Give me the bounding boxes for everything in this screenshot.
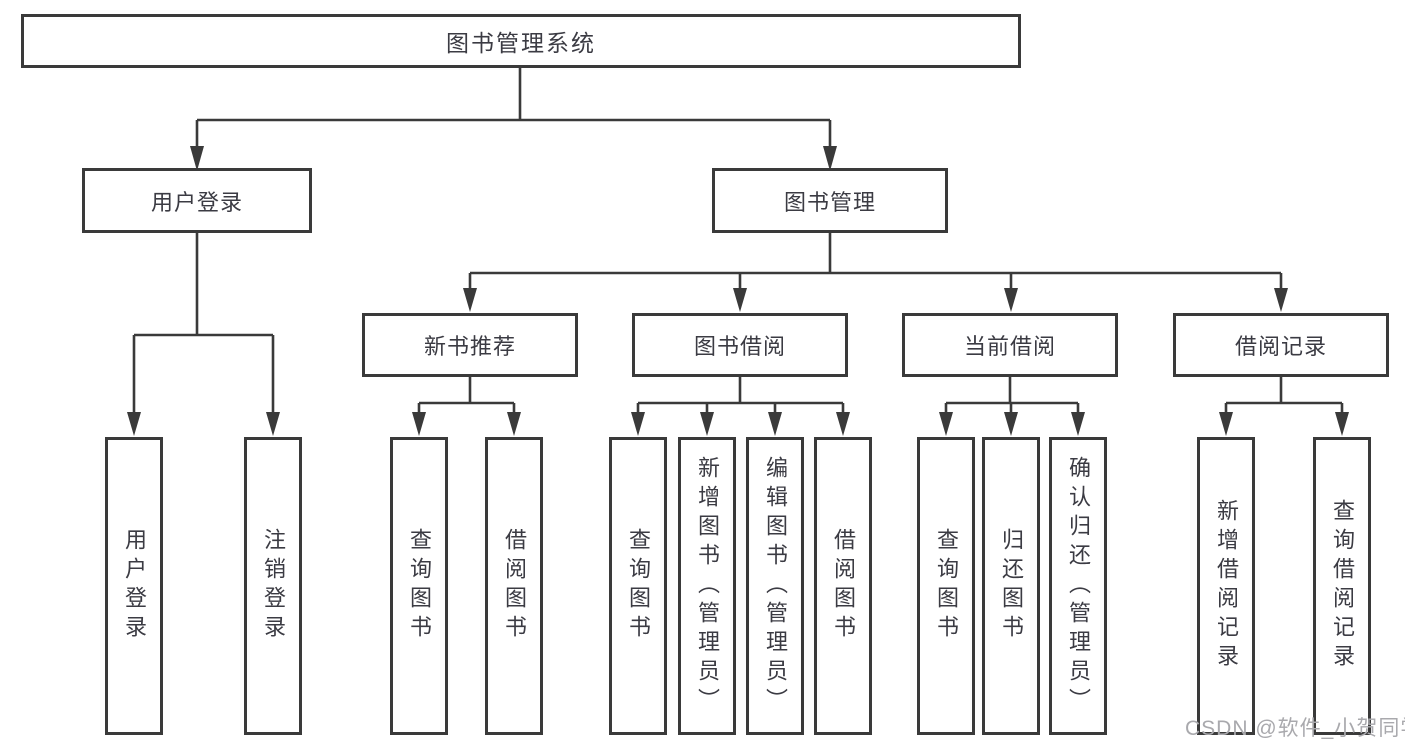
node-user-login: 用户登录 <box>82 168 312 233</box>
leaf-add-books-admin: 新增图书（管理员） <box>678 437 736 735</box>
leaf-borrow-books-2: 借阅图书 <box>814 437 872 735</box>
arrowhead <box>1004 412 1018 436</box>
arrowhead <box>1004 288 1018 312</box>
arrowhead <box>127 412 141 436</box>
arrowhead <box>463 288 477 312</box>
leaf-confirm-return-admin: 确认归还（管理员） <box>1049 437 1107 735</box>
leaf-borrow-books-1: 借阅图书 <box>485 437 543 735</box>
edge-current-borrow-to-leaves <box>944 377 1080 416</box>
arrowhead <box>733 288 747 312</box>
leaf-query-books-2: 查询图书 <box>609 437 667 735</box>
node-root-system: 图书管理系统 <box>21 14 1021 68</box>
leaf-edit-books-admin: 编辑图书（管理员） <box>746 437 804 735</box>
arrowhead <box>1335 412 1349 436</box>
leaf-query-books-1: 查询图书 <box>390 437 448 735</box>
node-book-management: 图书管理 <box>712 168 948 233</box>
arrowhead <box>507 412 521 436</box>
csdn-watermark: CSDN @软件_小贺同学 <box>1185 717 1405 740</box>
leaf-query-books-3: 查询图书 <box>917 437 975 735</box>
edge-root-to-level2 <box>195 68 832 150</box>
arrowhead <box>1274 288 1288 312</box>
arrowhead <box>266 412 280 436</box>
node-borrow-records: 借阅记录 <box>1173 313 1389 377</box>
leaf-return-books: 归还图书 <box>982 437 1040 735</box>
node-book-borrow: 图书借阅 <box>632 313 848 377</box>
arrowhead <box>700 412 714 436</box>
arrowhead <box>190 146 204 171</box>
leaf-logout: 注销登录 <box>244 437 302 735</box>
edge-book-mgmt-to-level3 <box>468 233 1283 292</box>
arrowhead <box>1219 412 1233 436</box>
arrowhead <box>631 412 645 436</box>
leaf-user-login: 用户登录 <box>105 437 163 735</box>
edge-book-borrow-to-leaves <box>636 377 845 416</box>
leaf-add-borrow-record: 新增借阅记录 <box>1197 437 1255 735</box>
arrowhead <box>823 146 837 171</box>
arrowhead <box>836 412 850 436</box>
arrowhead <box>412 412 426 436</box>
arrowhead <box>1071 412 1085 436</box>
leaf-query-borrow-record: 查询借阅记录 <box>1313 437 1371 735</box>
edge-new-book-to-leaves <box>417 377 516 416</box>
node-current-borrow: 当前借阅 <box>902 313 1118 377</box>
arrowhead <box>768 412 782 436</box>
arrowhead <box>939 412 953 436</box>
node-new-book-recommend: 新书推荐 <box>362 313 578 377</box>
edge-user-login-to-leaves <box>132 233 275 416</box>
edge-borrow-records-to-leaves <box>1224 377 1344 416</box>
